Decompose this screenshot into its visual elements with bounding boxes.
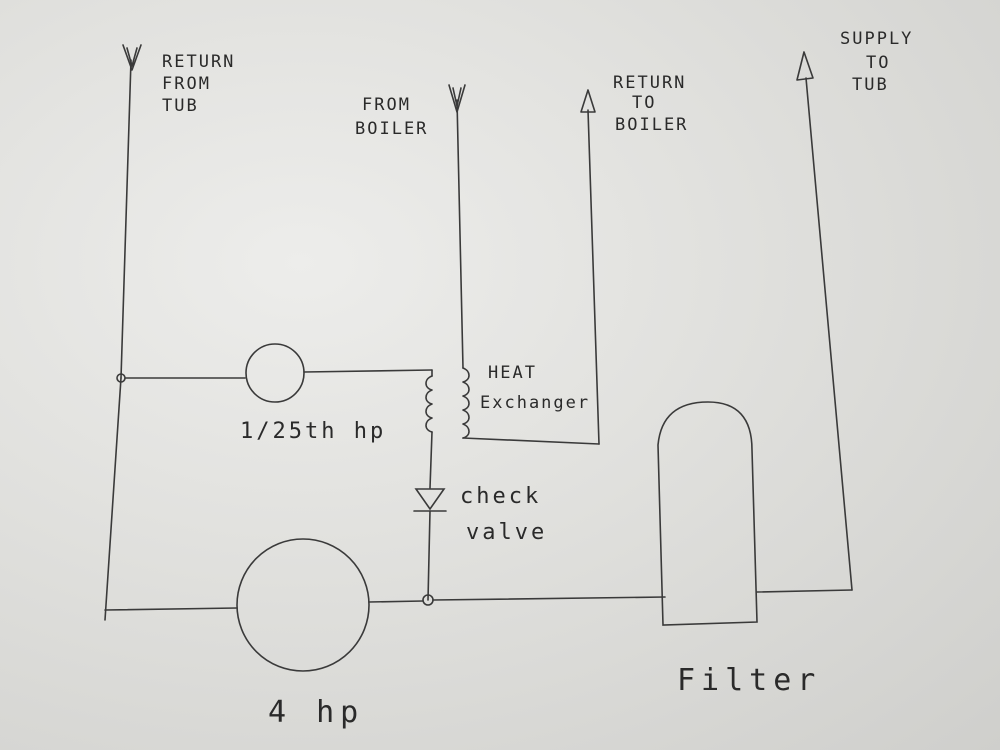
return-from-tub-label: RETURN FROM TUB	[162, 52, 248, 116]
filter-symbol	[657, 401, 758, 626]
from-boiler-label: FROM BOILER	[355, 95, 428, 139]
return-to-boiler-pipe	[587, 109, 600, 445]
heat-exchanger-secondary-coil	[462, 367, 470, 439]
filter-label: Filter	[677, 663, 821, 698]
small-pump-label: 1/25th hp	[240, 419, 386, 444]
supply-to-tub-pipe	[805, 77, 853, 591]
check-valve-label: check valve	[460, 484, 557, 545]
main-pump-label: 4 hp	[268, 695, 364, 730]
from-boiler-arrow	[448, 84, 466, 113]
check-valve-symbol	[414, 488, 446, 511]
heat-exchanger-label: HEAT Exchanger	[480, 363, 590, 413]
small-pump-circle	[245, 343, 305, 403]
small-pump-outlet-line	[303, 369, 433, 373]
return-to-boiler-label: RETURN TO BOILER	[613, 73, 699, 135]
from-boiler-pipe	[456, 99, 464, 369]
check-valve-to-main-line	[427, 510, 431, 601]
coil-to-check-valve-line	[429, 431, 433, 489]
return-to-boiler-arrow	[580, 89, 596, 113]
main-pump-outlet-line	[368, 600, 424, 603]
heat-exchanger-primary-coil	[425, 375, 433, 433]
main-pump-circle	[236, 538, 370, 672]
supply-to-tub-label: SUPPLY TO TUB	[840, 29, 926, 95]
return-to-boiler-bottom-line	[462, 437, 600, 445]
bottom-left-line	[104, 607, 238, 611]
main-to-filter-line	[432, 596, 666, 601]
return-from-tub-arrow	[122, 44, 142, 71]
return-from-tub-pipe	[120, 59, 132, 379]
supply-to-tub-arrow	[796, 51, 814, 81]
filter-to-supply-line	[756, 589, 853, 593]
left-bus-line	[104, 377, 122, 621]
